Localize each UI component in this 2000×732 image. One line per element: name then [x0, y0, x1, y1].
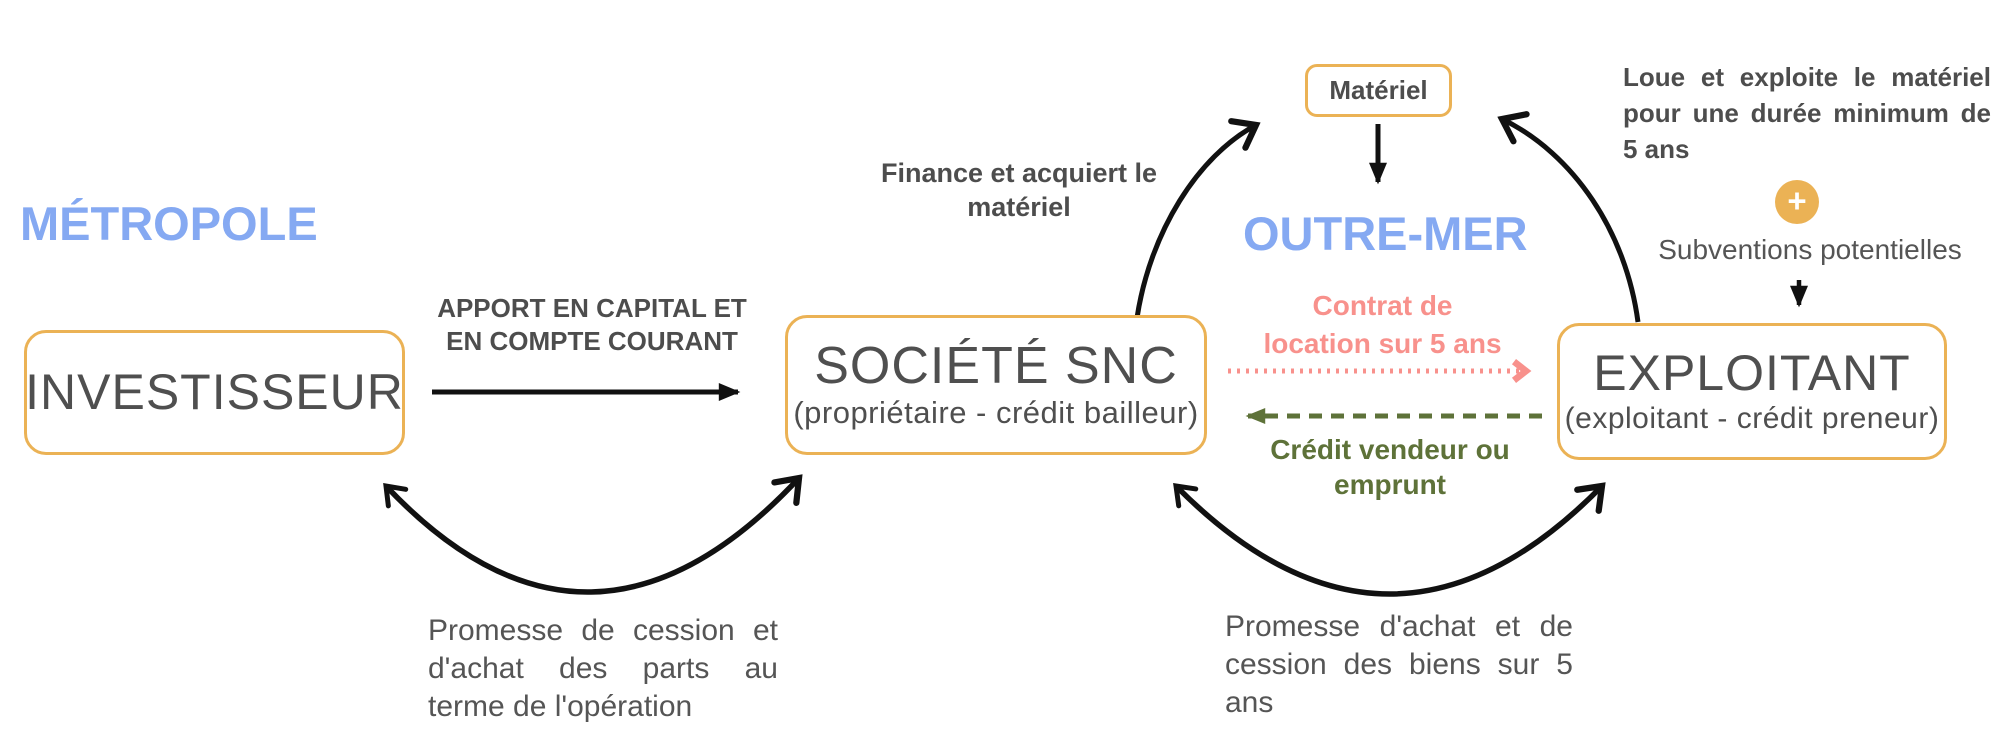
- label-promesse-parts: Promesse de cession et d'achat des parts…: [428, 614, 778, 724]
- region-title-metropole: MÉTROPOLE: [20, 197, 318, 250]
- box-societe-snc: SOCIÉTÉ SNC (propriétaire - crédit baill…: [785, 315, 1207, 455]
- arrowhead-promesse-biens-start: [1173, 483, 1199, 509]
- label-apport-capital: APPORT EN CAPITAL ET EN COMPTE COURANT: [437, 293, 747, 356]
- box-materiel-title: Matériel: [1329, 75, 1428, 106]
- plus-icon: +: [1775, 180, 1819, 224]
- label-finance-acquiert: Finance et acquiert le matériel: [880, 158, 1158, 222]
- arrow-snc-to-materiel: [1134, 118, 1261, 319]
- label-promesse-biens: Promesse d'achat et de cession des biens…: [1225, 610, 1573, 720]
- label-credit-vendeur: Crédit vendeur ou emprunt: [1270, 434, 1510, 500]
- label-subventions: Subventions potentielles: [1658, 234, 1962, 265]
- label-loue-exploite: Loue et exploite le matériel pour une du…: [1623, 62, 1991, 164]
- arrowhead-promesse-parts-start: [383, 482, 409, 509]
- arrow-promesse-parts: [384, 474, 803, 595]
- box-societe-snc-subtitle: (propriétaire - crédit bailleur): [793, 395, 1199, 431]
- label-contrat-location: Contrat de location sur 5 ans: [1263, 290, 1502, 359]
- box-exploitant: EXPLOITANT (exploitant - crédit preneur): [1557, 323, 1947, 460]
- box-exploitant-title: EXPLOITANT: [1593, 345, 1911, 402]
- arrow-exploitant-to-materiel: [1497, 111, 1641, 323]
- arrow-promesse-biens: [1174, 482, 1606, 597]
- box-investisseur: INVESTISSEUR: [24, 330, 405, 455]
- box-investisseur-title: INVESTISSEUR: [25, 364, 404, 421]
- region-title-outre-mer: OUTRE-MER: [1243, 207, 1528, 260]
- box-materiel: Matériel: [1305, 64, 1452, 117]
- box-exploitant-subtitle: (exploitant - crédit preneur): [1564, 401, 1940, 435]
- box-societe-snc-title: SOCIÉTÉ SNC: [814, 336, 1178, 395]
